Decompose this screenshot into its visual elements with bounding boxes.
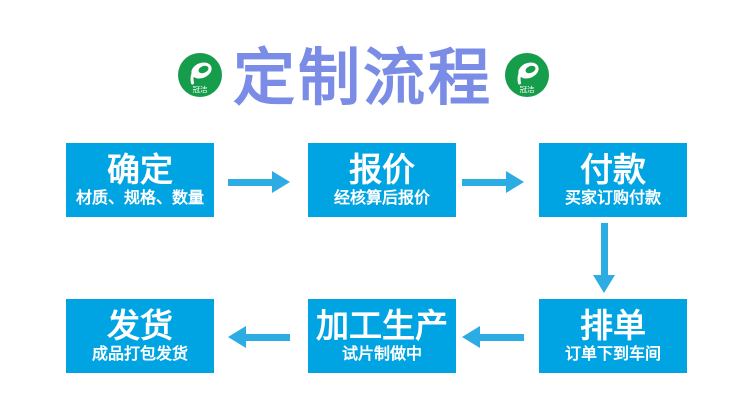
flow-step-payment: 付款 买家订购付款 (539, 143, 687, 217)
page-title: 定制流程 (232, 44, 493, 113)
arrow-left-icon (462, 326, 524, 348)
step-subtitle: 订单下到车间 (564, 346, 661, 363)
step-subtitle: 买家订购付款 (564, 190, 661, 207)
step-subtitle: 成品打包发货 (91, 346, 188, 363)
step-title: 加工生产 (316, 307, 448, 344)
arrow-right-icon (228, 171, 290, 193)
brand-logo-icon: 冠洁 (505, 53, 549, 97)
step-title: 报价 (349, 151, 415, 188)
arrow-down-icon (593, 223, 615, 293)
flow-step-shipping: 发货 成品打包发货 (66, 299, 214, 373)
step-title: 确定 (107, 151, 173, 188)
arrow-right-icon (462, 171, 524, 193)
brand-logo-text: 冠洁 (520, 84, 535, 94)
step-title: 付款 (580, 151, 646, 188)
step-subtitle: 试片制做中 (341, 346, 422, 363)
flow-step-quote: 报价 经核算后报价 (308, 143, 456, 217)
step-title: 排单 (580, 307, 646, 344)
step-subtitle: 经核算后报价 (333, 190, 430, 207)
arrow-left-icon (228, 326, 290, 348)
flow-step-production: 加工生产 试片制做中 (308, 299, 456, 373)
brand-logo-icon: 冠洁 (178, 53, 222, 97)
step-title: 发货 (107, 307, 173, 344)
brand-logo-text: 冠洁 (193, 84, 208, 94)
flow-step-confirm: 确定 材质、规格、数量 (66, 143, 214, 217)
step-subtitle: 材质、规格、数量 (75, 190, 204, 207)
flow-step-scheduling: 排单 订单下到车间 (539, 299, 687, 373)
